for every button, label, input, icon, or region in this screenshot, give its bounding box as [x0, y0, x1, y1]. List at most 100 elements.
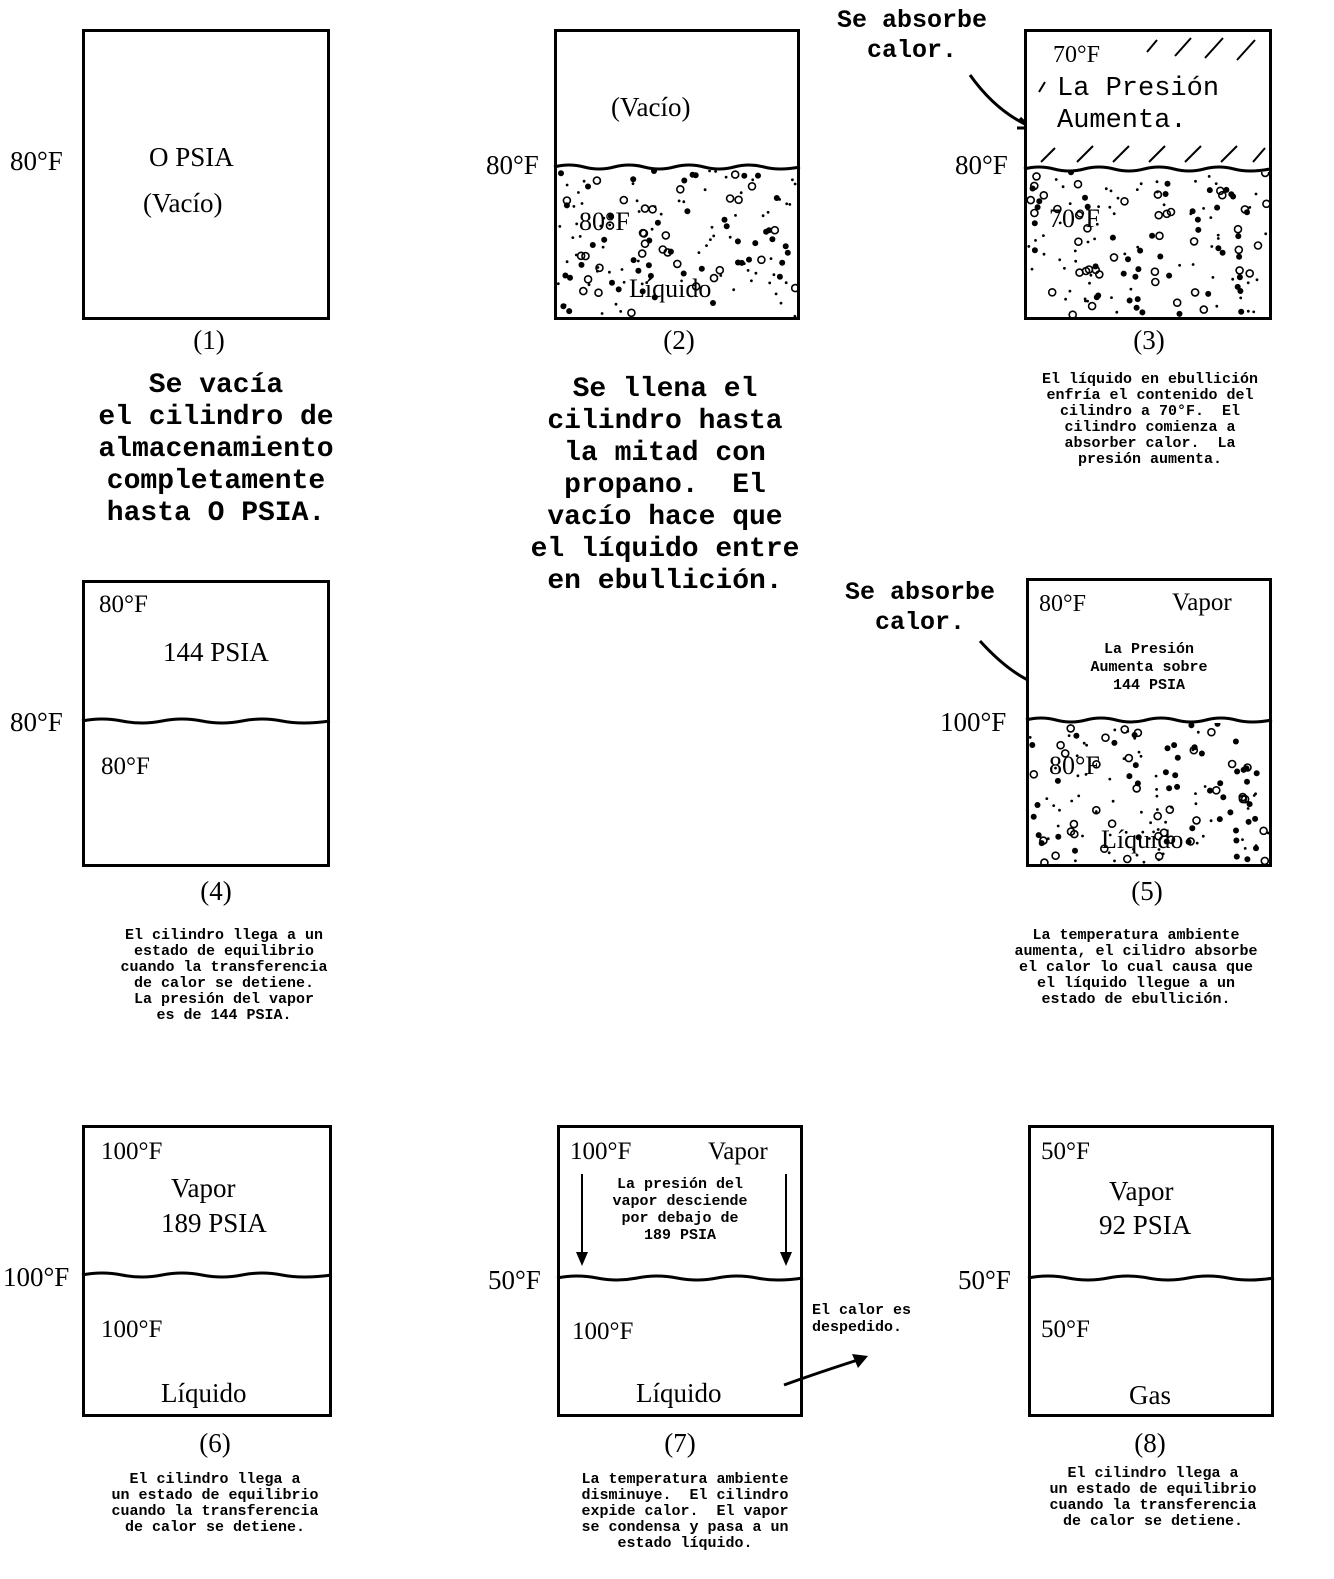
- bubble: [741, 173, 747, 179]
- bubble: [1255, 844, 1258, 847]
- bubble: [1052, 804, 1055, 807]
- bubble: [762, 214, 765, 217]
- outside-temp-6: 100°F: [3, 1262, 69, 1293]
- bubble: [1035, 802, 1041, 808]
- bubble: [1155, 775, 1158, 778]
- bubble: [1255, 848, 1258, 851]
- bubble: [1170, 806, 1173, 809]
- bubble: [1166, 273, 1172, 279]
- bubble: [1152, 279, 1159, 286]
- bubble: [1027, 245, 1030, 248]
- bubble: [619, 310, 622, 313]
- bubble: [716, 267, 723, 274]
- bubble: [1108, 206, 1111, 209]
- bubble: [1200, 306, 1207, 313]
- bubble: [1082, 195, 1088, 201]
- bubble: [734, 214, 737, 217]
- bubble: [1126, 773, 1132, 779]
- pressure-note-line4: 189 PSIA: [560, 1227, 800, 1244]
- bubble: [1234, 854, 1240, 860]
- bubble: [558, 170, 564, 176]
- bubble: [590, 242, 596, 248]
- bubble: [628, 309, 635, 316]
- bubble: [1166, 785, 1172, 791]
- bubble: [649, 206, 656, 213]
- liquid-temp: 100°F: [572, 1318, 633, 1346]
- bubble: [1081, 835, 1084, 838]
- bubble: [1095, 810, 1098, 813]
- bubble: [1093, 238, 1096, 241]
- bubble: [1087, 241, 1090, 244]
- bubble: [1205, 291, 1211, 297]
- bubble: [1102, 734, 1109, 741]
- cylinder-4: 80°F 144 PSIA 80°F: [82, 580, 330, 867]
- bubble: [1261, 857, 1268, 864]
- liquid-temp: 100°F: [101, 1316, 162, 1344]
- bubble: [711, 275, 718, 282]
- caption-2: Se llena el cilindro hasta la mitad con …: [500, 374, 830, 598]
- bubble: [1175, 755, 1181, 761]
- bubble: [1214, 205, 1220, 211]
- bubble: [1174, 299, 1181, 306]
- bubble: [1094, 294, 1100, 300]
- bubble: [1132, 274, 1138, 280]
- bubble: [1178, 264, 1181, 267]
- bubble: [775, 293, 778, 296]
- bubble: [1113, 212, 1116, 215]
- bubble: [1199, 751, 1205, 757]
- heat-absorbed-note-3: Se absorbe calor.: [812, 6, 1012, 66]
- bubble: [1190, 208, 1196, 214]
- cylinder-2: (Vacío) 80°F Líquido: [554, 29, 800, 320]
- liquid-surface-line: [1028, 1273, 1274, 1283]
- bubble: [747, 269, 750, 272]
- vapor-pressure: 189 PSIA: [161, 1208, 267, 1239]
- bubble: [1233, 828, 1239, 834]
- bubble: [1247, 801, 1253, 807]
- bubble: [1213, 787, 1220, 794]
- bubble: [677, 186, 684, 193]
- vapor-label: Vapor: [171, 1173, 235, 1204]
- bubble: [1136, 246, 1139, 249]
- bubble: [1195, 227, 1201, 233]
- bubble: [735, 196, 742, 203]
- bubble: [763, 229, 769, 235]
- bubble: [1236, 267, 1243, 274]
- bubble: [1111, 254, 1118, 261]
- bubble: [1140, 182, 1143, 185]
- bubble: [1235, 226, 1242, 233]
- bubble: [1246, 819, 1252, 825]
- bubble: [1076, 269, 1083, 276]
- bubble: [778, 198, 781, 201]
- bubble: [646, 262, 652, 268]
- bubble: [752, 240, 758, 246]
- bubble: [1163, 191, 1169, 197]
- bubble: [699, 266, 705, 272]
- liquid-label: Líquido: [161, 1378, 247, 1409]
- bubble: [1196, 842, 1199, 845]
- bubble: [1117, 197, 1120, 200]
- bubble: [1246, 270, 1253, 277]
- bubble: [749, 183, 756, 190]
- panel-number-6: (6): [155, 1428, 275, 1459]
- pressure-note-line2: vapor desciende: [560, 1193, 800, 1210]
- bubble: [593, 177, 600, 184]
- bubble: [1110, 190, 1113, 193]
- bubble: [1192, 263, 1195, 266]
- vapor-label: Vapor: [1109, 1176, 1173, 1207]
- bubble: [1217, 237, 1220, 240]
- bubble: [1135, 266, 1141, 272]
- bubble: [638, 210, 641, 213]
- bubble: [1035, 204, 1041, 210]
- bubble: [1052, 852, 1059, 859]
- bubble: [1156, 232, 1163, 239]
- vapor-pressure: 92 PSIA: [1099, 1210, 1191, 1241]
- bubble: [1220, 794, 1226, 800]
- bubble: [714, 170, 717, 173]
- bubble: [690, 172, 696, 178]
- bubble: [1124, 856, 1131, 863]
- bubble: [1112, 800, 1115, 803]
- bubble: [788, 203, 791, 206]
- bubble: [621, 268, 624, 271]
- bubble: [1208, 175, 1211, 178]
- caption-5: La temperatura ambiente aumenta, el cili…: [984, 928, 1288, 1008]
